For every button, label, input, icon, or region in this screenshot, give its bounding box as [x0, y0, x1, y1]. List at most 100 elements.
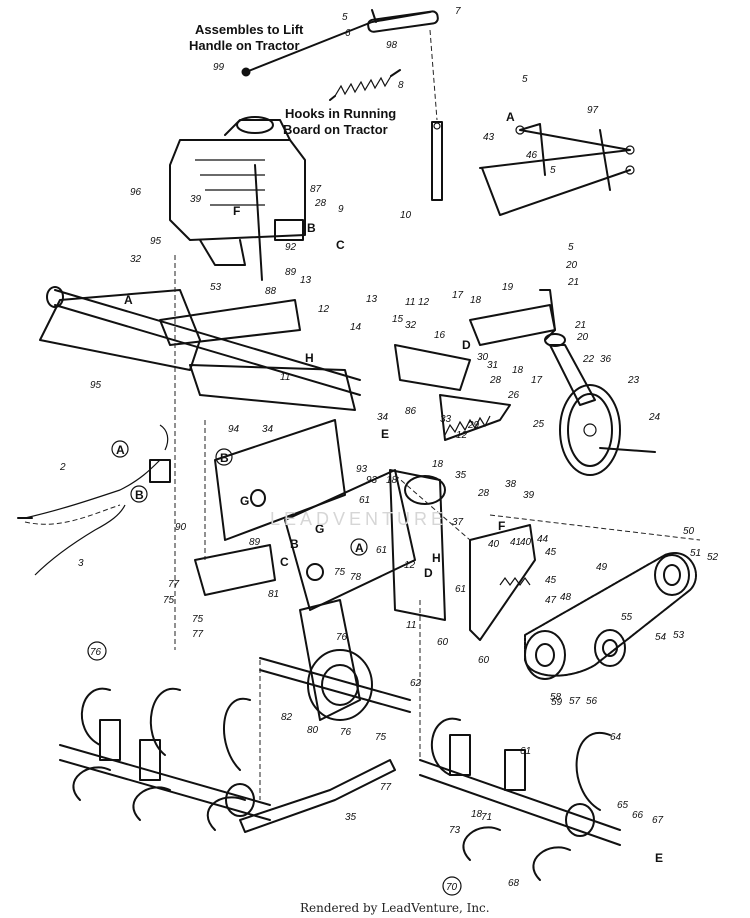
part-label-21: 21: [567, 277, 579, 288]
annotation-lift-line1: Assembles to Lift: [195, 22, 304, 37]
main-housing-case: [389, 469, 446, 621]
part-label-64: 64: [610, 732, 622, 743]
callout-letter-b-housing: B: [290, 537, 299, 551]
part-label-92: 93: [356, 464, 368, 475]
part-label-50: 51: [690, 548, 701, 559]
part-label-93: 94: [228, 424, 240, 435]
hitch-bar-34: [239, 759, 396, 833]
part-label-61d: 61: [520, 746, 531, 757]
part-label-34: 35: [345, 812, 357, 823]
drive-shaft-14: [46, 286, 361, 396]
part-label-97: 97: [587, 105, 599, 116]
svg-text:76: 76: [90, 647, 102, 658]
part-label-11c: 11: [406, 620, 416, 631]
wiring-harness-2: [17, 424, 171, 519]
part-label-76: 76: [336, 632, 348, 643]
callout-letter-h-shaft: H: [305, 351, 314, 365]
assembly-guide-lines: [174, 255, 701, 800]
part-label-12d: 12: [404, 560, 416, 571]
part-label-98: 98: [386, 40, 398, 51]
part-label-49: 50: [683, 526, 695, 537]
part-label-60: 60: [437, 637, 449, 648]
part-label-11: 11: [280, 372, 290, 383]
callout-letter-c-housing: C: [280, 555, 289, 569]
letter-callouts: A A A A B B B B C C D D E E F F G G H H: [111, 110, 663, 865]
svg-text:70: 70: [446, 882, 458, 893]
part-label-25: 25: [532, 419, 545, 430]
part-label-31: 32: [130, 254, 142, 265]
lift-rod-assembly: [241, 9, 439, 77]
callout-letter-a-shield: A: [124, 293, 133, 307]
part-label-18d: 18: [386, 475, 398, 486]
callout-letter-g-housing: G: [315, 522, 324, 536]
callout-letter-h-housing: H: [432, 551, 441, 565]
part-label-96: 96: [130, 187, 142, 198]
part-label-35: 35: [455, 470, 467, 481]
link-bar-10: [429, 29, 443, 201]
watermark-text: LEADVENTURE: [270, 509, 447, 529]
annotation-hook-line1: Hooks in Running: [285, 106, 396, 121]
part-label-13: 13: [300, 275, 312, 286]
part-label-5: 5: [342, 12, 348, 23]
tine-assembly-left-75: [59, 687, 271, 831]
annotation-hook-line2: Board on Tractor: [283, 122, 388, 137]
part-label-18b: 18: [512, 365, 524, 376]
part-label-89: 92: [285, 242, 297, 253]
pulley-49: [654, 554, 690, 596]
part-label-74: 80: [307, 725, 319, 736]
part-label-82: 86: [405, 406, 417, 417]
part-label-33b: 34: [262, 424, 274, 435]
part-label-52: 53: [210, 282, 222, 293]
part-label-44: 45: [545, 547, 557, 558]
part-label-8: 8: [398, 80, 404, 91]
part-label-11b: 11: [405, 297, 415, 308]
part-label-2: 2: [59, 462, 66, 473]
part-label-77b: 77: [192, 629, 204, 640]
part-label-90: 93: [366, 475, 378, 486]
part-label-42: 43: [483, 132, 495, 143]
part-label-52: 53: [673, 630, 685, 641]
part-label-36: 36: [600, 354, 612, 365]
part-label-71c: 75: [334, 567, 346, 578]
part-label-12b: 12: [418, 297, 430, 308]
mount-bracket-87: [194, 544, 276, 596]
part-label-13b: 13: [366, 294, 378, 305]
part-label-5d: 5: [568, 242, 574, 253]
part-label-65: 65: [617, 800, 629, 811]
part-number-labels: 5 7 6 98 99 8 5 97 43 46 5 10 96 39 87 2…: [59, 6, 719, 889]
part-label-39b: 39: [523, 490, 535, 501]
part-label-94: 95: [90, 380, 102, 391]
part-label-61: 61: [359, 495, 370, 506]
part-label-21b: 21: [574, 320, 586, 331]
part-label-10: 10: [400, 210, 412, 221]
housing-74: [259, 599, 411, 721]
part-label-86: 90: [175, 522, 187, 533]
callout-letter-g-cover: G: [240, 494, 249, 508]
part-label-22: 22: [582, 354, 595, 365]
part-label-39: 39: [190, 194, 202, 205]
part-label-43: 44: [537, 534, 549, 545]
part-label-28: 29: [467, 420, 480, 431]
part-label-9: 9: [338, 204, 344, 215]
tine-assembly-right-64: [419, 717, 621, 881]
part-label-15: 15: [392, 314, 404, 325]
part-label-95: 95: [150, 236, 162, 247]
part-label-67: 67: [652, 815, 664, 826]
part-label-6: 6: [345, 28, 351, 39]
callout-letter-c-engine: C: [336, 238, 345, 252]
callout-letter-b-circled: B: [220, 451, 229, 465]
callout-letter-e-bar: E: [381, 427, 389, 441]
part-label-37: 37: [452, 517, 464, 528]
part-label-33: 34: [377, 412, 389, 423]
callout-letter-d-housing: D: [424, 566, 433, 580]
part-label-46: 47: [545, 595, 557, 606]
part-label-55: 56: [586, 696, 598, 707]
part-label-26: 26: [507, 390, 520, 401]
pulley-58: [524, 630, 566, 680]
tensioner-arm-59: [469, 524, 536, 641]
callout-letter-f-tensioner: F: [498, 519, 505, 533]
part-label-19: 19: [502, 282, 514, 293]
depth-bar-26: [439, 394, 511, 441]
part-label-77: 77: [168, 579, 180, 590]
